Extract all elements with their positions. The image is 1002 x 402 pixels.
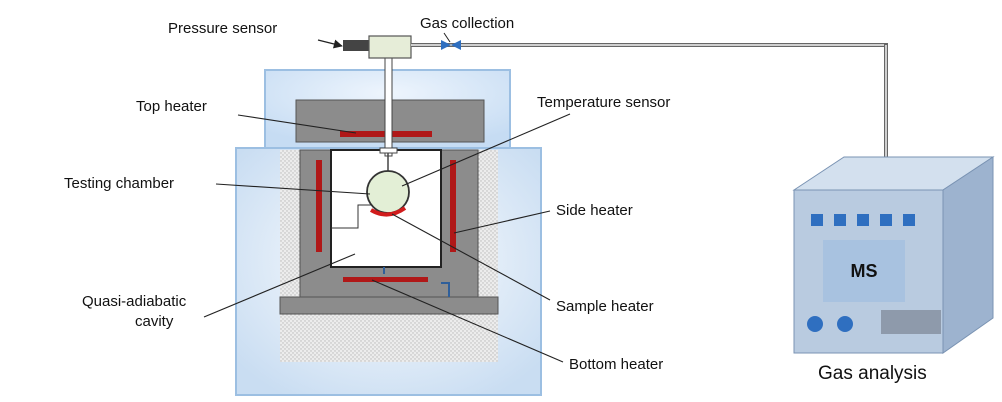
- wire-to-base: [441, 282, 450, 297]
- label-side-heater: Side heater: [556, 202, 633, 219]
- analyzer-button-3: [857, 214, 869, 226]
- insulation-fill-right: [478, 150, 498, 297]
- leader-temperature-sensor: [401, 113, 571, 187]
- leader-quasi-adiabatic: [203, 253, 356, 318]
- gas-fitting: [368, 35, 412, 59]
- analyzer-button-1: [811, 214, 823, 226]
- side-heater-right: [450, 160, 456, 252]
- ms-panel: [823, 240, 905, 302]
- label-quasi-adiabatic-line1: Quasi-adiabatic: [82, 293, 187, 310]
- analyzer-button-2: [834, 214, 846, 226]
- label-gas-collection: Gas collection: [420, 15, 514, 32]
- label-top-heater: Top heater: [136, 98, 207, 115]
- leader-bottom-heater: [371, 279, 564, 363]
- gas-analyzer: MS: [792, 156, 995, 354]
- side-heater-left: [316, 160, 322, 252]
- bottom-heater: [343, 277, 428, 282]
- label-sample-heater: Sample heater: [556, 298, 654, 315]
- leader-sample-heater: [391, 213, 551, 301]
- analyzer-side: [942, 156, 994, 354]
- label-quasi-adiabatic-line2: cavity: [135, 313, 174, 330]
- bottom-base: [279, 296, 499, 315]
- leader-gas-collection: [443, 32, 451, 43]
- testing-chamber: [366, 170, 410, 214]
- label-gas-analysis: Gas analysis: [818, 363, 927, 384]
- insulation-fill-bottom: [280, 314, 498, 362]
- label-temperature-sensor: Temperature sensor: [537, 94, 670, 111]
- leader-top-heater: [237, 114, 357, 134]
- valve-icon: [441, 40, 461, 50]
- analyzer-button-4: [880, 214, 892, 226]
- chamber-wire: [331, 204, 372, 229]
- analyzer-button-5: [903, 214, 915, 226]
- leader-side-heater: [453, 210, 551, 234]
- analyzer-knob-2: [837, 316, 853, 332]
- insulation-fill-left: [280, 150, 300, 297]
- label-pressure-sensor: Pressure sensor: [168, 20, 277, 37]
- pressure-sensor-body: [343, 40, 369, 51]
- analyzer-display: [881, 310, 941, 334]
- leader-testing-chamber: [215, 183, 371, 195]
- label-bottom-heater: Bottom heater: [569, 356, 663, 373]
- label-testing-chamber: Testing chamber: [64, 175, 174, 192]
- analyzer-knob-1: [807, 316, 823, 332]
- ms-label: MS: [851, 261, 878, 281]
- tube-clamp: [379, 147, 398, 154]
- vertical-tube: [384, 55, 393, 152]
- leader-pressure-sensor: [317, 39, 343, 49]
- sample-heater: [369, 206, 407, 217]
